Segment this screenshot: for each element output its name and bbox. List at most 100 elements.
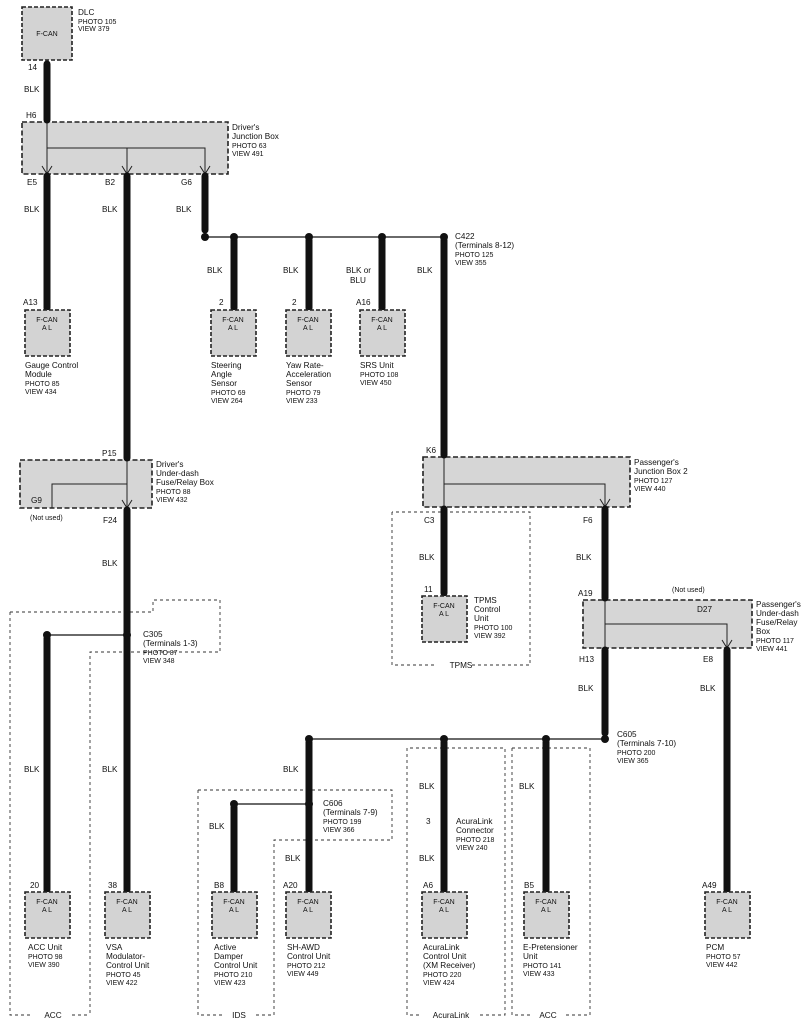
- svg-text:PHOTO 88: PHOTO 88: [156, 489, 191, 496]
- svg-text:PHOTO 210: PHOTO 210: [214, 972, 252, 979]
- svg-text:BLK: BLK: [102, 205, 118, 214]
- svg-text:PHOTO 87: PHOTO 87: [143, 650, 178, 657]
- svg-text:(Terminals 7-9): (Terminals 7-9): [323, 808, 378, 817]
- svg-text:Modulator-: Modulator-: [106, 952, 145, 961]
- svg-text:Gauge Control: Gauge Control: [25, 361, 78, 370]
- svg-text:PHOTO 127: PHOTO 127: [634, 478, 672, 485]
- drivers-junction-box: [21, 121, 229, 175]
- svg-text:PHOTO 63: PHOTO 63: [232, 143, 267, 150]
- svg-text:BLK: BLK: [176, 205, 192, 214]
- svg-text:VIEW 440: VIEW 440: [634, 486, 666, 493]
- vsa-modulator-control-unit: F-CAN A L: [104, 891, 151, 939]
- passengers-underdash-fuse-relay-box: [582, 599, 753, 649]
- svg-text:AcuraLink: AcuraLink: [423, 943, 460, 952]
- svg-text:A L: A L: [229, 907, 239, 914]
- svg-text:A20: A20: [283, 881, 298, 890]
- svg-text:VIEW 432: VIEW 432: [156, 497, 188, 504]
- module-labels: Gauge Control Module PHOTO 85 VIEW 434 S…: [25, 361, 741, 987]
- svg-text:B5: B5: [524, 881, 534, 890]
- svg-text:VIEW 390: VIEW 390: [28, 962, 60, 969]
- svg-text:VIEW 233: VIEW 233: [286, 398, 318, 405]
- svg-text:SRS Unit: SRS Unit: [360, 361, 394, 370]
- svg-text:F-CAN: F-CAN: [116, 899, 137, 906]
- svg-text:VIEW 422: VIEW 422: [106, 980, 138, 987]
- svg-text:BLK: BLK: [578, 684, 594, 693]
- svg-text:BLK: BLK: [576, 553, 592, 562]
- svg-text:Sensor: Sensor: [211, 379, 237, 388]
- svg-text:PHOTO 117: PHOTO 117: [756, 638, 794, 645]
- pcm-module: F-CAN A L: [704, 891, 751, 939]
- svg-text:BLK: BLK: [24, 765, 40, 774]
- svg-text:P15: P15: [102, 449, 117, 458]
- svg-text:BLK: BLK: [207, 266, 223, 275]
- svg-text:Steering: Steering: [211, 361, 242, 370]
- svg-text:BLU: BLU: [350, 276, 366, 285]
- svg-text:VIEW 379: VIEW 379: [78, 26, 110, 33]
- acc-unit: F-CAN A L: [24, 891, 71, 939]
- box-labels: Driver's Junction Box PHOTO 63 VIEW 491 …: [156, 123, 801, 653]
- svg-text:Acceleration: Acceleration: [286, 370, 332, 379]
- svg-text:F-CAN: F-CAN: [535, 899, 556, 906]
- svg-text:2: 2: [292, 298, 297, 307]
- svg-text:BLK: BLK: [102, 559, 118, 568]
- svg-text:VIEW 450: VIEW 450: [360, 380, 392, 387]
- svg-text:E5: E5: [27, 178, 37, 187]
- svg-text:VIEW 449: VIEW 449: [287, 971, 319, 978]
- gauge-control-module: F-CAN A L: [24, 309, 71, 357]
- svg-text:PHOTO 45: PHOTO 45: [106, 972, 141, 979]
- svg-text:VIEW 424: VIEW 424: [423, 980, 455, 987]
- svg-text:F24: F24: [103, 516, 118, 525]
- svg-text:E8: E8: [703, 655, 713, 664]
- svg-text:Under-dash: Under-dash: [756, 609, 799, 618]
- svg-text:PHOTO 108: PHOTO 108: [360, 372, 398, 379]
- svg-text:PHOTO 218: PHOTO 218: [456, 837, 494, 844]
- svg-text:C422: C422: [455, 232, 475, 241]
- svg-text:AcuraLink: AcuraLink: [456, 817, 493, 826]
- svg-text:SH-AWD: SH-AWD: [287, 943, 320, 952]
- svg-text:PHOTO 200: PHOTO 200: [617, 750, 655, 757]
- svg-text:A16: A16: [356, 298, 371, 307]
- svg-text:(Terminals 1-3): (Terminals 1-3): [143, 639, 198, 648]
- svg-text:BLK: BLK: [285, 854, 301, 863]
- svg-text:Angle: Angle: [211, 370, 232, 379]
- svg-text:BLK: BLK: [417, 266, 433, 275]
- svg-text:F-CAN: F-CAN: [222, 317, 243, 324]
- svg-text:BLK: BLK: [283, 266, 299, 275]
- steering-angle-sensor: F-CAN A L: [210, 309, 257, 357]
- svg-text:Junction Box 2: Junction Box 2: [634, 467, 688, 476]
- svg-text:PHOTO 105: PHOTO 105: [78, 19, 116, 26]
- svg-text:BLK: BLK: [24, 85, 40, 94]
- svg-text:VIEW 366: VIEW 366: [323, 827, 355, 834]
- active-damper-control-unit: F-CAN A L: [211, 891, 258, 939]
- connector-labels: C422 (Terminals 8-12) PHOTO 125 VIEW 355…: [143, 232, 676, 852]
- svg-text:Fuse/Relay: Fuse/Relay: [756, 618, 798, 627]
- wires: [43, 60, 731, 894]
- svg-text:Fuse/Relay Box: Fuse/Relay Box: [156, 478, 214, 487]
- sh-awd-control-unit: F-CAN A L: [285, 891, 332, 939]
- svg-text:G6: G6: [181, 178, 192, 187]
- svg-text:VSA: VSA: [106, 943, 123, 952]
- svg-text:B8: B8: [214, 881, 224, 890]
- group-borders: [9, 511, 591, 1016]
- svg-text:F-CAN: F-CAN: [297, 317, 318, 324]
- svg-text:E-Pretensioner: E-Pretensioner: [523, 943, 578, 952]
- svg-text:A L: A L: [303, 907, 313, 914]
- svg-text:BLK: BLK: [700, 684, 716, 693]
- svg-text:F-CAN: F-CAN: [223, 899, 244, 906]
- svg-text:Box: Box: [756, 627, 770, 636]
- svg-text:Driver's: Driver's: [232, 123, 260, 132]
- svg-text:3: 3: [426, 817, 431, 826]
- svg-text:F-CAN: F-CAN: [433, 603, 454, 610]
- tpms-control-unit: F-CAN A L: [421, 595, 468, 643]
- svg-text:PHOTO 85: PHOTO 85: [25, 381, 60, 388]
- svg-text:VIEW 365: VIEW 365: [617, 758, 649, 765]
- svg-text:(Not used): (Not used): [672, 587, 705, 594]
- group-label-tpms: TPMS: [450, 661, 473, 670]
- svg-text:PHOTO 220: PHOTO 220: [423, 972, 461, 979]
- svg-text:Driver's: Driver's: [156, 460, 184, 469]
- group-label-acuralink: AcuraLink: [433, 1011, 470, 1020]
- svg-text:F-CAN: F-CAN: [36, 899, 57, 906]
- e-pretensioner-unit: F-CAN A L: [523, 891, 570, 939]
